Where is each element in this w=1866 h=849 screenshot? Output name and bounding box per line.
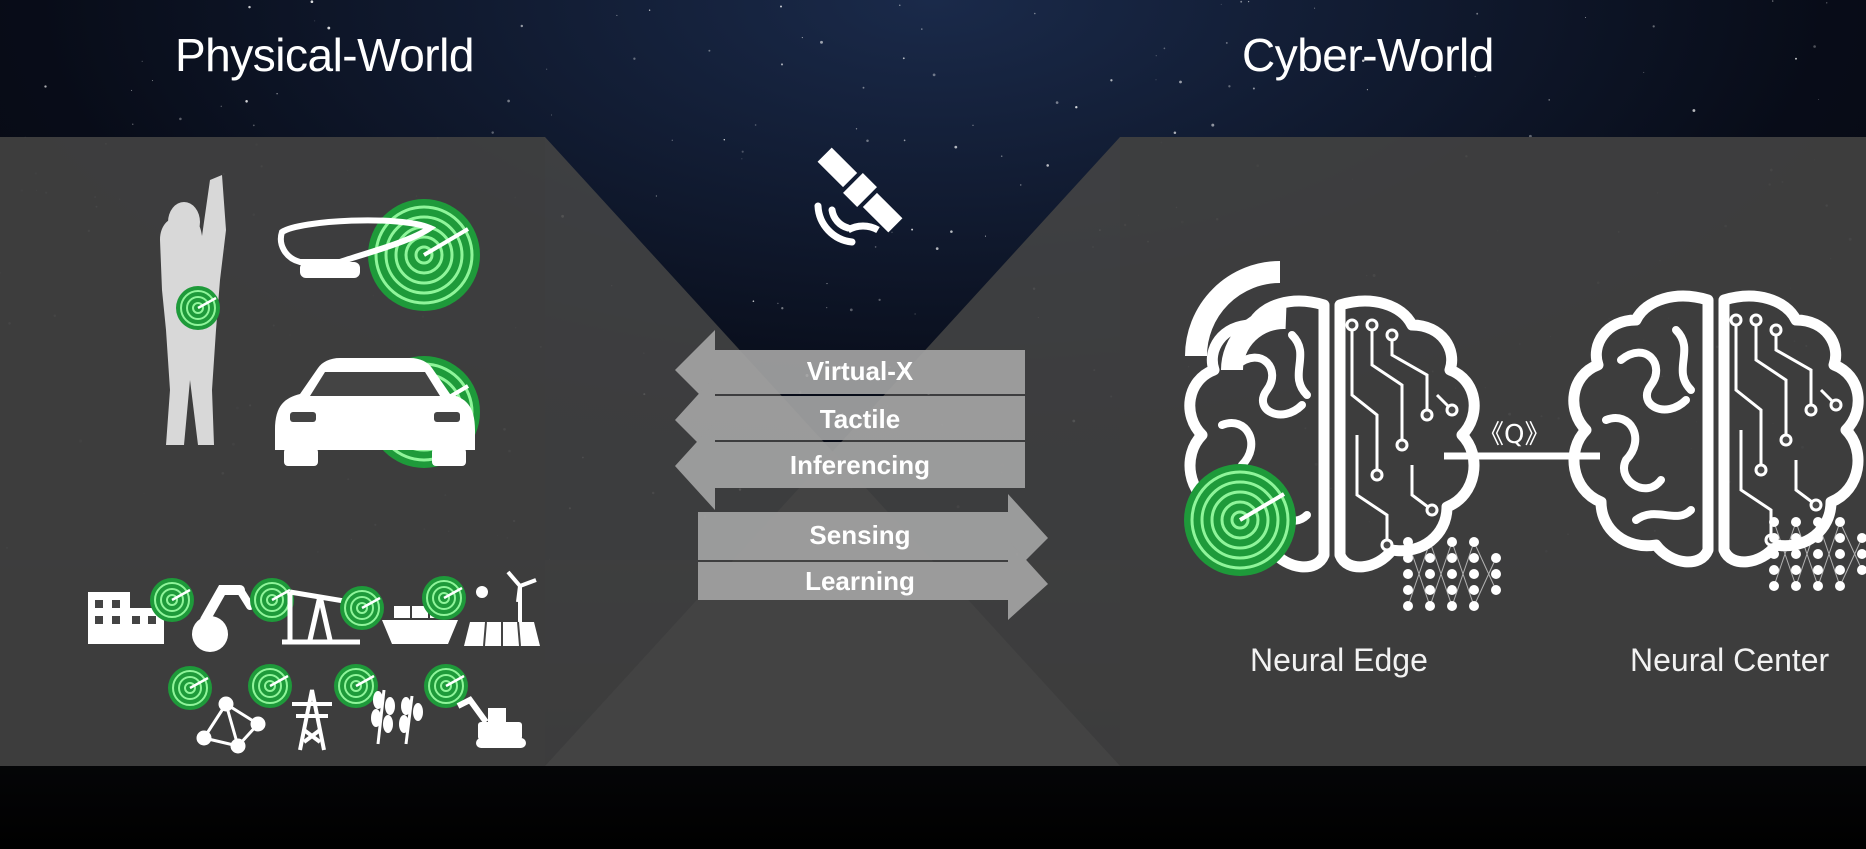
satellite-signal-icon (814, 202, 856, 246)
radar-icon (1182, 462, 1298, 578)
radar-icon (148, 576, 196, 624)
flow-arrow-virtual-x (675, 330, 1025, 410)
flow-arrow-tactile (675, 376, 1025, 460)
physical-world-title: Physical-World (175, 29, 474, 81)
power-tower-icon (292, 689, 332, 751)
wheat-icon (371, 689, 423, 745)
radar-icon (420, 574, 468, 622)
smart-glasses-icon (278, 197, 482, 313)
radar-icon (166, 664, 214, 712)
radar-icon (248, 576, 296, 624)
flow-arrows-to-cyber (698, 494, 1048, 620)
radar-icon (246, 662, 294, 710)
flow-arrow-sensing (698, 494, 1048, 578)
excavator-icon (456, 696, 526, 748)
car-icon (275, 354, 482, 470)
quantum-link-label: 《Q》 (1478, 420, 1551, 450)
solar-wind-icon (464, 570, 540, 647)
neural-center-label: Neural Center (1630, 642, 1830, 678)
radar-icon (338, 584, 386, 632)
cyber-world-title: Cyber-World (1242, 29, 1494, 81)
robot-arm-icon (192, 585, 254, 652)
flow-arrow-inferencing (675, 422, 1025, 510)
flow-label: Inferencing (789, 450, 931, 480)
flow-label: Virtual-X (806, 356, 914, 386)
radar-icon (332, 662, 380, 710)
neural-edge-label: Neural Edge (1250, 642, 1428, 678)
flow-label: Sensing (809, 520, 911, 550)
flow-label: Tactile (819, 404, 901, 434)
building-icon (88, 592, 164, 644)
flow-arrows-to-physical (675, 330, 1025, 510)
oil-pump-icon (282, 589, 360, 645)
network-icon (196, 696, 266, 754)
radar-icon (174, 284, 222, 332)
flow-label: Learning (805, 566, 915, 596)
flow-arrow-learning (698, 540, 1048, 620)
wifi-icon (1185, 261, 1287, 371)
